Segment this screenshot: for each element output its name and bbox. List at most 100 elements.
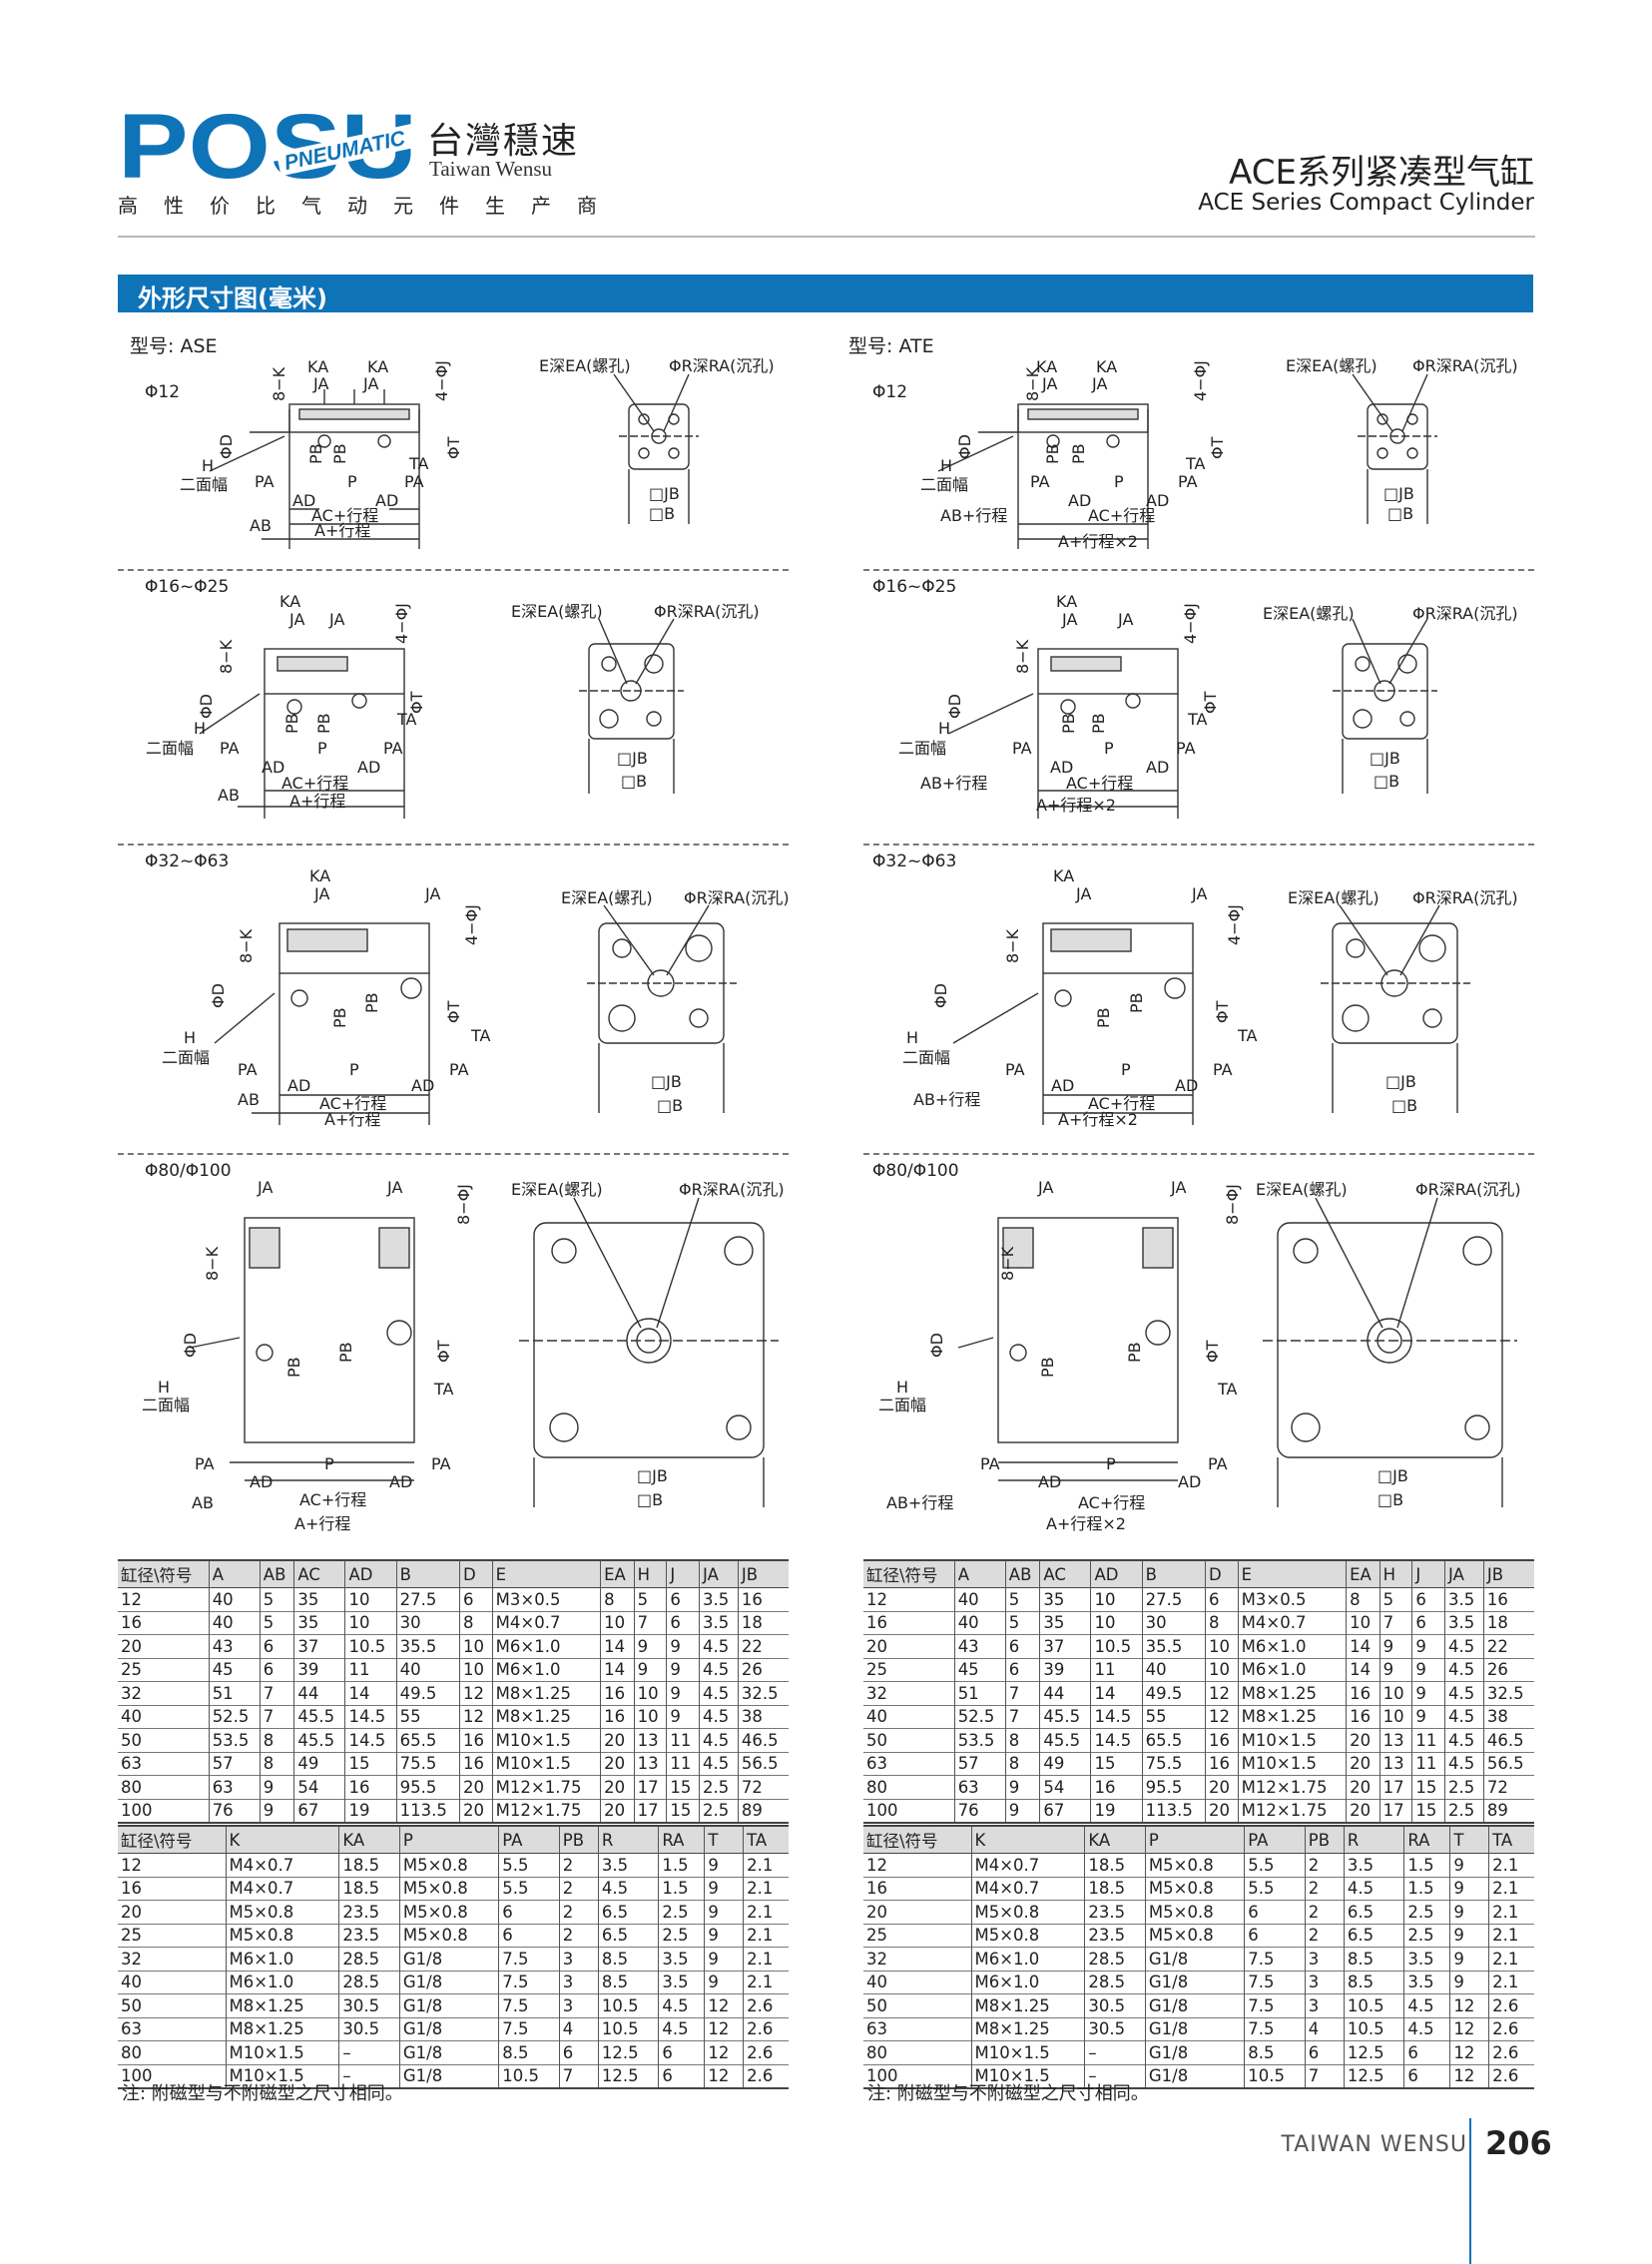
table-cell: 50 xyxy=(121,1995,142,2015)
table-cell: 2.1 xyxy=(743,1947,789,1971)
column-header: B xyxy=(395,1560,460,1588)
table-cell: 10.5 xyxy=(1090,1634,1143,1658)
table-cell: 3.5 xyxy=(1444,1587,1484,1611)
table-cell: 35 xyxy=(293,1611,345,1635)
table-cell: M8×1.25 xyxy=(1237,1705,1347,1729)
table-cell: 3.5 xyxy=(1403,1947,1450,1971)
table-cell: 5 xyxy=(1378,1587,1412,1611)
table-cell: 6 xyxy=(666,1611,700,1635)
dimension-label: PB xyxy=(1038,1357,1057,1378)
table-cell: 2 xyxy=(558,1900,599,1924)
table-cell: 9 xyxy=(1449,1877,1489,1901)
table-cell: 14 xyxy=(344,1681,397,1705)
table-cell: 20 xyxy=(1204,1775,1239,1799)
table-cell: 6 xyxy=(259,1634,294,1658)
table-cell: M6×1.0 xyxy=(225,1971,339,1994)
dimension-label: 二面幅 xyxy=(920,475,968,494)
table-cell: 23.5 xyxy=(1084,1900,1146,1924)
table-cell: M5×0.8 xyxy=(225,1924,339,1948)
table-cell: 2 xyxy=(1304,1924,1345,1948)
table-cell: 12 xyxy=(458,1681,493,1705)
table-cell: 2.5 xyxy=(1444,1799,1484,1823)
column-header: 缸径\符号 xyxy=(121,1832,193,1851)
table-cell: M5×0.8 xyxy=(1144,1924,1245,1948)
table-cell: 14.5 xyxy=(1090,1728,1143,1752)
dimension-label: H xyxy=(184,1028,196,1047)
table-cell: 20 xyxy=(600,1775,635,1799)
dimension-label: AB xyxy=(192,1493,214,1512)
dimension-label: KA xyxy=(367,357,388,376)
table-cell: 10 xyxy=(344,1587,397,1611)
dimension-label: AB+行程 xyxy=(886,1493,953,1512)
dimension-label: JA xyxy=(1191,884,1207,903)
table-cell: 8.5 xyxy=(498,2040,560,2064)
table-cell: 14.5 xyxy=(1090,1705,1143,1729)
table-cell: 6 xyxy=(1403,2040,1450,2064)
table-cell: 9 xyxy=(666,1658,700,1682)
table-cell: M12×1.75 xyxy=(1237,1799,1347,1823)
dimension-label: KA xyxy=(1053,866,1074,885)
column-header: TA xyxy=(1488,1826,1534,1854)
table-cell: 22 xyxy=(737,1634,789,1658)
table-cell: 1.5 xyxy=(658,1853,705,1877)
table-cell: 16 xyxy=(1482,1587,1534,1611)
bore-label: Φ32~Φ63 xyxy=(872,851,957,871)
dimension-label: 8−K xyxy=(237,928,256,963)
dimension-label: □JB xyxy=(651,1072,682,1091)
dimension-label: H xyxy=(906,1028,918,1047)
table-cell: 28.5 xyxy=(1084,1947,1146,1971)
table-cell: 2.1 xyxy=(743,1877,789,1901)
table-cell: 2.6 xyxy=(743,2017,789,2041)
column-header: T xyxy=(704,1826,744,1854)
dimension-label: 4−ΦJ xyxy=(1225,904,1244,945)
table-cell: M8×1.25 xyxy=(491,1681,601,1705)
table-cell: 12 xyxy=(866,1855,887,1875)
dimension-label: PA xyxy=(980,1454,1000,1473)
table-cell: M3×0.5 xyxy=(491,1587,601,1611)
table-cell: 17 xyxy=(1378,1775,1412,1799)
table-cell: 8.5 xyxy=(597,1971,659,1994)
dimension-label: ΦR深RA(沉孔) xyxy=(669,356,775,375)
table-cell: 50 xyxy=(866,1995,887,2015)
dimension-label: PA xyxy=(238,1060,258,1079)
column-header: K xyxy=(970,1826,1085,1854)
table-cell: M8×1.25 xyxy=(225,1993,339,2017)
table-cell: M4×0.7 xyxy=(970,1853,1085,1877)
dimension-label: H xyxy=(896,1378,908,1397)
table-cell: 76 xyxy=(953,1799,1006,1823)
table-cell: 7.5 xyxy=(1244,1971,1306,1994)
bore-label: Φ32~Φ63 xyxy=(145,851,230,871)
bore-label: Φ80/Φ100 xyxy=(145,1161,232,1181)
table-cell: G1/8 xyxy=(1144,1993,1245,2017)
table-cell: M10×1.5 xyxy=(970,2040,1085,2064)
table-cell: 40 xyxy=(953,1611,1006,1635)
dimension-label: AD xyxy=(389,1472,412,1491)
dimension-label: PA xyxy=(383,739,403,758)
table-cell: M5×0.8 xyxy=(225,1900,339,1924)
dimension-label: PA xyxy=(195,1454,215,1473)
footer-divider xyxy=(1469,2118,1471,2264)
table-cell: 4.5 xyxy=(1444,1752,1484,1776)
dimension-label: KA xyxy=(309,866,330,885)
table-cell: 54 xyxy=(293,1775,345,1799)
table-cell: 11 xyxy=(666,1728,700,1752)
dimension-label: AD xyxy=(287,1076,310,1095)
table-cell: 49.5 xyxy=(1141,1681,1206,1705)
dimension-label: ΦD xyxy=(927,1333,946,1358)
table-cell: 39 xyxy=(1039,1658,1091,1682)
dimension-label: PB xyxy=(1125,1342,1144,1363)
table-cell: 9 xyxy=(1411,1681,1445,1705)
dimension-label: KA xyxy=(1036,357,1057,376)
table-cell: 45.5 xyxy=(293,1728,345,1752)
table-cell: 11 xyxy=(1411,1752,1445,1776)
table-cell: 49 xyxy=(293,1752,345,1776)
